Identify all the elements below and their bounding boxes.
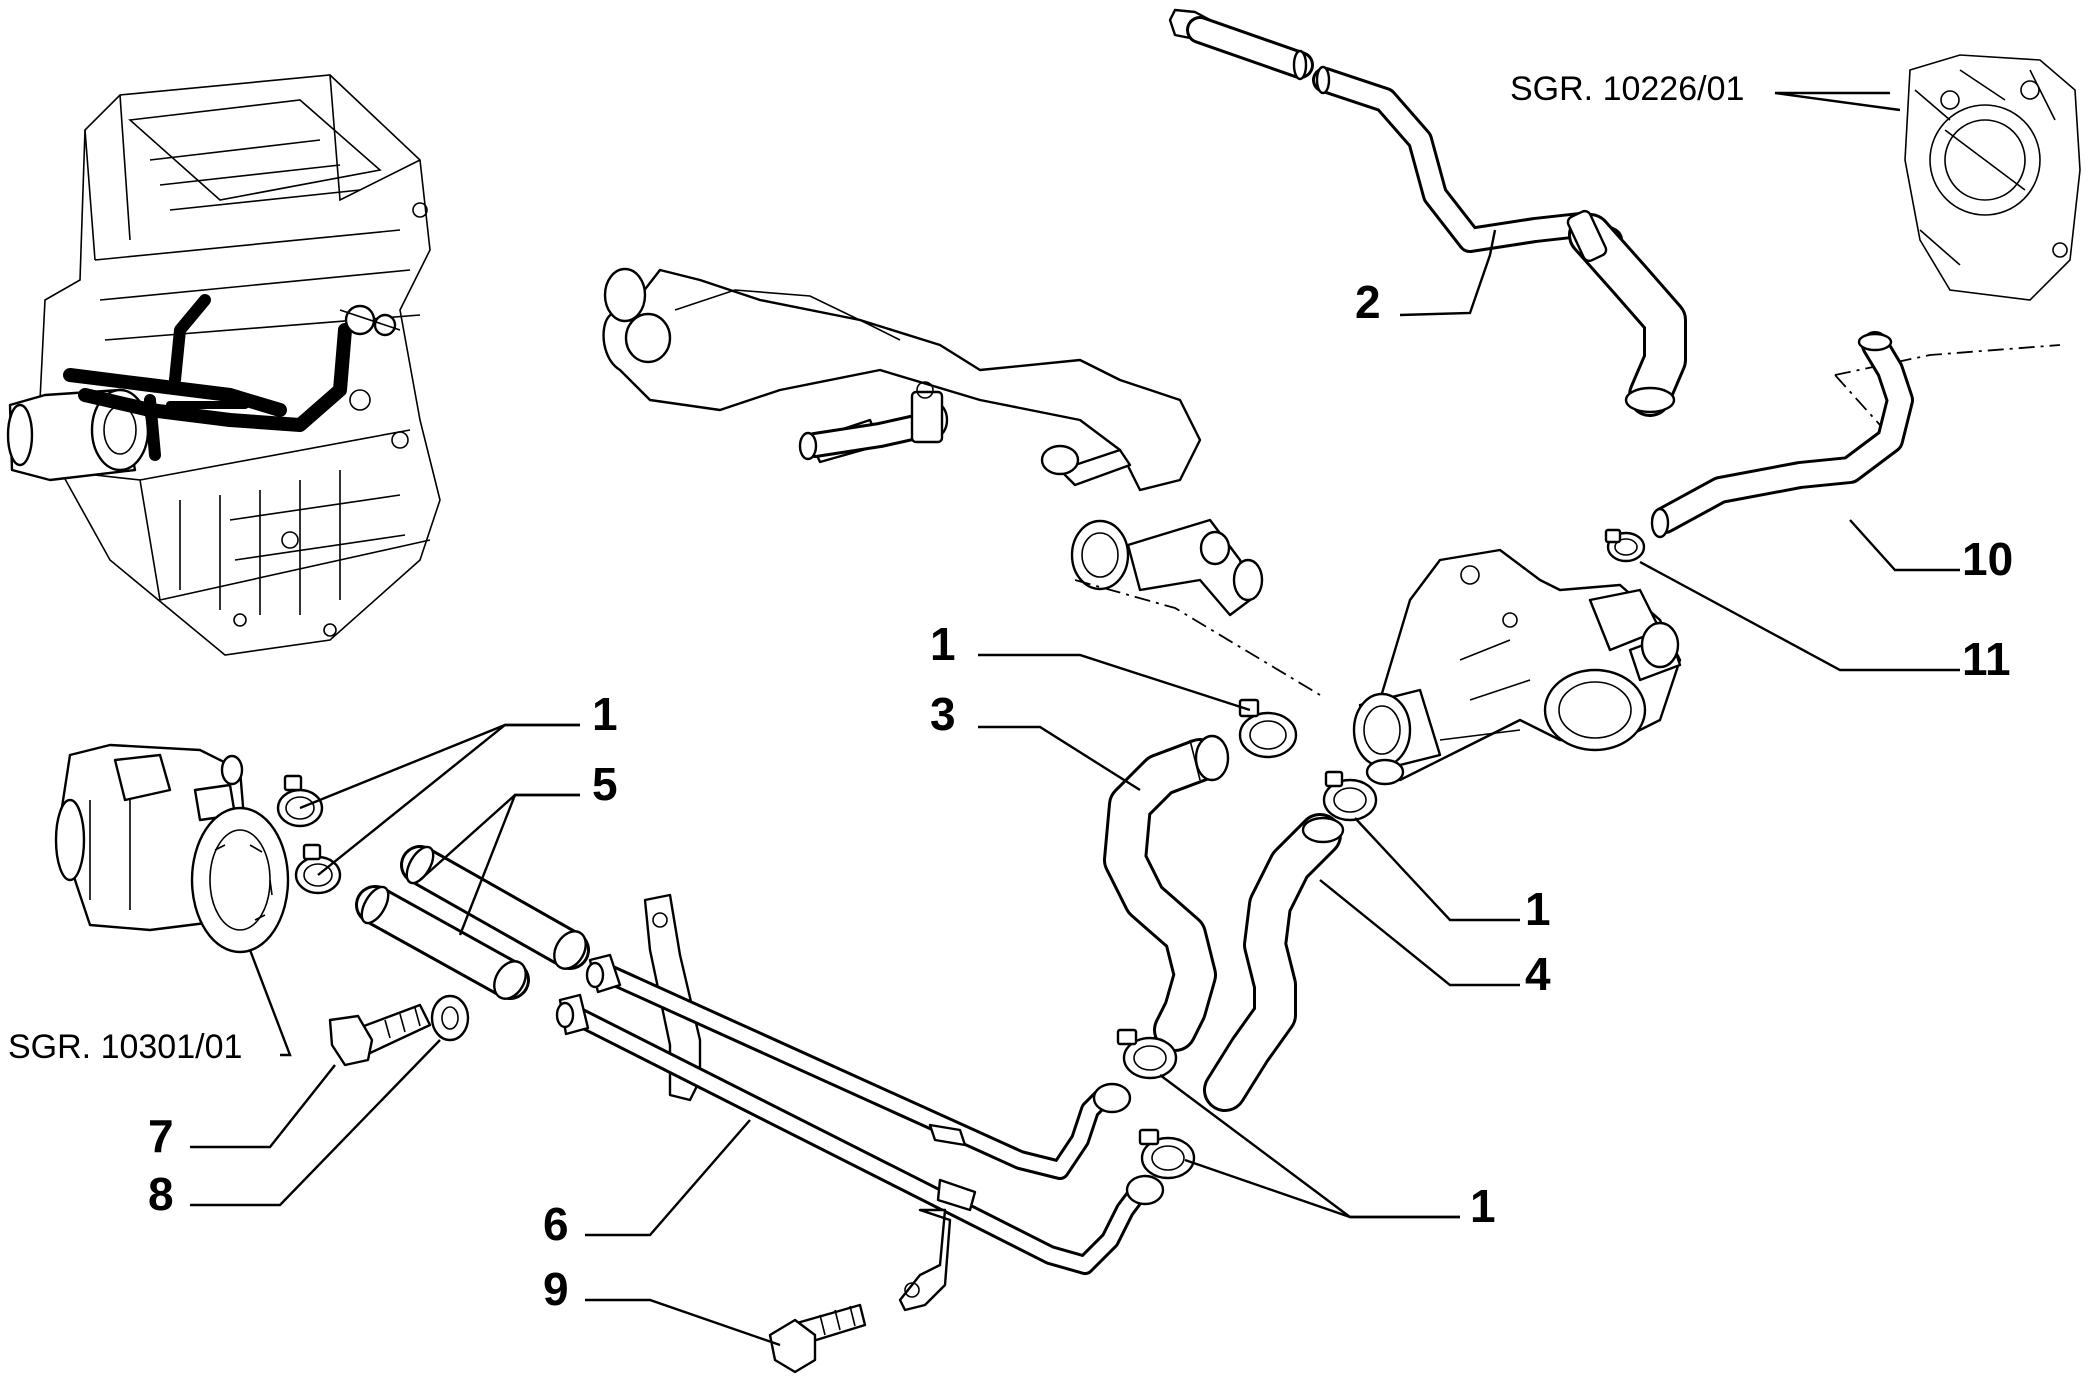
part-11-clamp bbox=[1604, 528, 1646, 563]
part-5-hoses bbox=[355, 845, 590, 1000]
part-1-clamps bbox=[276, 698, 1378, 1180]
water-manifold-illustration bbox=[602, 267, 1321, 696]
callout-label: 6 bbox=[543, 1198, 569, 1250]
clamp-left-lower bbox=[294, 843, 342, 895]
clamp-right bbox=[1322, 770, 1378, 822]
part-4-hose bbox=[1203, 813, 1345, 1112]
callout-label: 1 bbox=[1525, 883, 1551, 935]
part-2-heater-hose bbox=[1168, 8, 1687, 417]
callout-label: 8 bbox=[148, 1168, 174, 1220]
left-throttle-body-illustration bbox=[54, 743, 290, 954]
clamp-bottom-lower bbox=[1138, 1128, 1196, 1180]
throttle-body-illustration bbox=[1834, 54, 2081, 426]
leader-lines bbox=[190, 91, 1960, 1347]
part-6-pipe-assembly bbox=[555, 893, 1165, 1312]
reference-label-top: SGR. 10226/01 bbox=[1510, 70, 1744, 108]
callout-label: 2 bbox=[1355, 276, 1381, 328]
engine-overview-illustration bbox=[6, 74, 441, 656]
thermostat-housing-illustration bbox=[1352, 548, 1682, 786]
clamp-bottom-upper bbox=[1116, 1028, 1178, 1080]
part-8-washer bbox=[430, 994, 470, 1042]
callout-label: 9 bbox=[543, 1263, 569, 1315]
clamp-left-upper bbox=[276, 774, 324, 828]
callout-label: 7 bbox=[148, 1110, 174, 1162]
callout-label: 1 bbox=[930, 618, 956, 670]
clamp-top-center bbox=[1238, 698, 1298, 759]
part-10-hose bbox=[1650, 331, 1914, 539]
callout-label: 4 bbox=[1525, 948, 1551, 1000]
part-9-bolt bbox=[768, 1303, 867, 1374]
callout-label: 10 bbox=[1962, 533, 2013, 585]
callout-label: 5 bbox=[592, 758, 618, 810]
part-7-bolt bbox=[328, 1003, 432, 1067]
callout-label: 11 bbox=[1962, 633, 2011, 685]
part-3-hose bbox=[1103, 734, 1230, 1052]
reference-label-left: SGR. 10301/01 bbox=[8, 1028, 242, 1066]
callout-label: 1 bbox=[1470, 1180, 1496, 1232]
callout-label: 1 bbox=[592, 688, 618, 740]
callout-label: 3 bbox=[930, 688, 956, 740]
